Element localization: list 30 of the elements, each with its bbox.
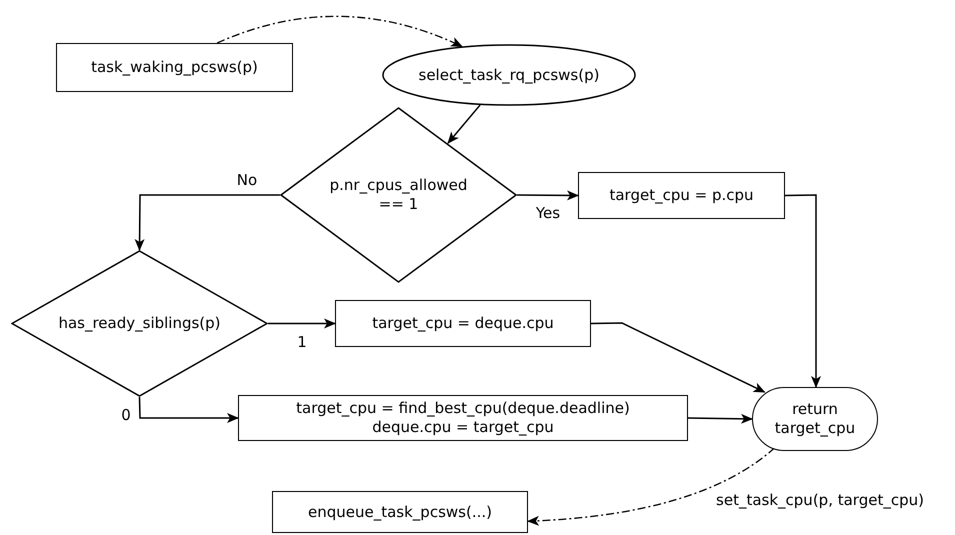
- arrow: [590, 322, 766, 393]
- node-text: enqueue_task_pcsws(...): [308, 502, 492, 522]
- arrow: [268, 318, 336, 328]
- process-box: [238, 395, 688, 441]
- terminal-box: [752, 387, 878, 451]
- arrow: [216, 16, 463, 48]
- arrow: [447, 104, 481, 144]
- arrow: [517, 190, 579, 200]
- arrow: [134, 194, 280, 251]
- node-text: select_task_rq_pcsws(p): [418, 66, 600, 84]
- node-text: target_cpu = deque.cpu: [372, 314, 554, 333]
- node-text: target_cpu = p.cpu: [609, 186, 754, 205]
- arrow: [138, 396, 239, 423]
- decision-diamond: [280, 107, 517, 283]
- decision-diamond: [11, 250, 268, 397]
- arrow: [527, 447, 776, 526]
- arrow: [784, 194, 821, 388]
- start-ellipse: [382, 44, 636, 106]
- arrow: [688, 414, 753, 424]
- process-box: [578, 172, 785, 219]
- node-text: deque.cpu = target_cpu: [372, 418, 554, 437]
- node-text: target_cpu = find_best_cpu(deque.deadline): [296, 399, 630, 418]
- node-text: task_waking_pcsws(p): [91, 58, 258, 77]
- process-box: [56, 43, 293, 92]
- node-text: return target_cpu: [774, 400, 856, 438]
- process-box: [272, 491, 528, 533]
- node-text: p.nr_cpus_allowed == 1: [328, 176, 468, 214]
- process-box: [335, 300, 591, 347]
- edge-label: set_task_cpu(p, target_cpu): [715, 491, 925, 509]
- node-text: has_ready_siblings(p): [58, 314, 221, 333]
